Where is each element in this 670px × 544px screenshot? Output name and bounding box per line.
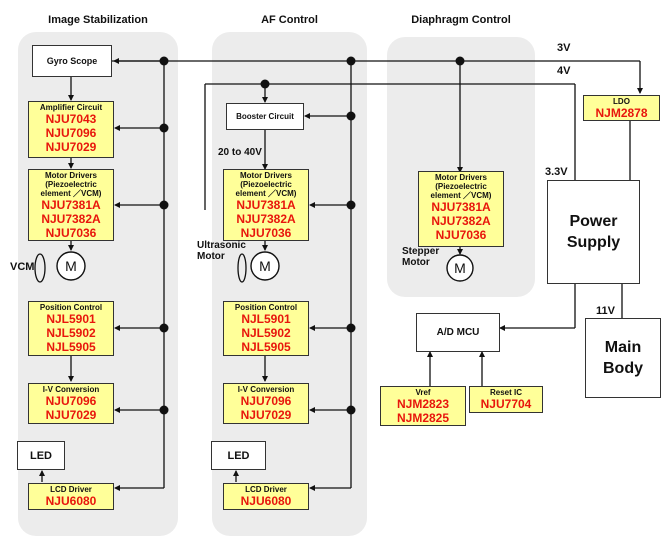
is-amplifier-part: NJU7096 xyxy=(45,126,97,140)
is-lcd-part: NJU6080 xyxy=(45,494,97,508)
stepper-motor-label: Stepper Motor xyxy=(402,246,439,268)
af-position-part: NJL5902 xyxy=(241,326,291,340)
voltage-4v-label: 4V xyxy=(557,65,571,77)
vcm-label: VCM xyxy=(10,261,35,273)
main-body-line: Body xyxy=(603,360,643,377)
af-iv-part: NJU7096 xyxy=(240,394,292,408)
reset-ic-title: Reset IC xyxy=(489,388,522,397)
dc-motor-driver-box: Motor Drivers (Piezoelectric element ／VC… xyxy=(418,171,504,247)
vref-part: NJM2825 xyxy=(396,411,450,425)
af-led-box: LED xyxy=(211,441,266,470)
is-iv-conversion-box: I-V Conversion NJU7096 NJU7029 xyxy=(28,383,114,424)
is-iv-part: NJU7029 xyxy=(45,408,97,422)
is-position-part: NJL5902 xyxy=(46,326,96,340)
af-lcd-part: NJU6080 xyxy=(240,494,292,508)
ldo-part: NJM2878 xyxy=(595,106,648,120)
dc-motor-driver-title: Motor Drivers xyxy=(434,173,487,182)
vcm-coil-icon xyxy=(34,253,46,283)
is-motor-letter: M xyxy=(65,258,77,274)
af-motor-icon xyxy=(250,251,280,281)
dc-motor-driver-sub: (Piezoelectric xyxy=(435,182,487,191)
af-position-part: NJL5901 xyxy=(241,312,291,326)
is-amplifier-part: NJU7029 xyxy=(45,140,97,154)
stepper-label-line: Stepper xyxy=(402,246,440,257)
is-motor-driver-part: NJU7036 xyxy=(45,226,97,240)
is-lcd-driver-box: LCD Driver NJU6080 xyxy=(28,483,114,510)
power-supply-line: Power xyxy=(569,213,618,230)
dc-motor-driver-part: NJU7036 xyxy=(435,228,487,242)
af-lcd-driver-box: LCD Driver NJU6080 xyxy=(223,483,309,510)
stepper-label-line: Motor xyxy=(402,257,430,268)
af-iv-title: I-V Conversion xyxy=(237,385,295,394)
dc-motor-icon xyxy=(446,254,474,282)
af-iv-part: NJU7029 xyxy=(240,408,292,422)
booster-circuit-box: Booster Circuit xyxy=(226,103,304,130)
vref-box: Vref NJM2823 NJM2825 xyxy=(380,386,466,426)
is-motor-driver-sub: element ／VCM) xyxy=(40,189,102,198)
voltage-11v-label: 11V xyxy=(596,305,615,317)
is-position-title: Position Control xyxy=(39,303,103,312)
power-supply-box: Power Supply xyxy=(547,180,640,284)
af-motor-driver-sub: (Piezoelectric xyxy=(240,180,292,189)
is-amplifier-part: NJU7043 xyxy=(45,112,97,126)
vref-title: Vref xyxy=(415,388,431,397)
section-title-diaphragm-control: Diaphragm Control xyxy=(411,14,511,26)
is-iv-title: I-V Conversion xyxy=(42,385,100,394)
af-motor-driver-part: NJU7036 xyxy=(240,226,292,240)
af-motor-driver-title: Motor Drivers xyxy=(239,171,292,180)
is-led-box: LED xyxy=(17,441,65,470)
ultrasonic-motor-label: Ultrasonic Motor xyxy=(197,240,246,262)
is-motor-driver-part: NJU7382A xyxy=(41,212,101,226)
af-position-part: NJL5905 xyxy=(241,340,291,354)
booster-voltage-label: 20 to 40V xyxy=(218,147,262,158)
dc-motor-letter: M xyxy=(454,260,466,276)
af-motor-driver-box: Motor Drivers (Piezoelectric element ／VC… xyxy=(223,169,309,241)
af-position-title: Position Control xyxy=(234,303,298,312)
is-iv-part: NJU7096 xyxy=(45,394,97,408)
is-position-control-box: Position Control NJL5901 NJL5902 NJL5905 xyxy=(28,301,114,356)
is-lcd-title: LCD Driver xyxy=(50,485,92,494)
is-amplifier-title: Amplifier Circuit xyxy=(39,103,103,112)
main-body-box: Main Body xyxy=(585,318,661,398)
dc-motor-driver-part: NJU7382A xyxy=(431,214,491,228)
is-amplifier-box: Amplifier Circuit NJU7043 NJU7096 NJU702… xyxy=(28,101,114,158)
is-motor-driver-part: NJU7381A xyxy=(41,198,101,212)
ultrasonic-label-line: Ultrasonic xyxy=(197,240,246,251)
af-motor-driver-part: NJU7382A xyxy=(236,212,296,226)
af-motor-driver-part: NJU7381A xyxy=(236,198,296,212)
af-position-control-box: Position Control NJL5901 NJL5902 NJL5905 xyxy=(223,301,309,356)
voltage-3v-label: 3V xyxy=(557,42,571,54)
dc-motor-driver-part: NJU7381A xyxy=(431,200,491,214)
ultrasonic-label-line: Motor xyxy=(197,251,225,262)
reset-ic-box: Reset IC NJU7704 xyxy=(469,386,543,413)
af-iv-conversion-box: I-V Conversion NJU7096 NJU7029 xyxy=(223,383,309,424)
af-motor-letter: M xyxy=(259,258,271,274)
voltage-3v3-label: 3.3V xyxy=(545,166,568,178)
af-lcd-title: LCD Driver xyxy=(245,485,287,494)
reset-ic-part: NJU7704 xyxy=(480,397,532,411)
gyro-scope-box: Gyro Scope xyxy=(32,45,112,77)
section-title-image-stabilization: Image Stabilization xyxy=(48,14,148,26)
ad-mcu-box: A/D MCU xyxy=(416,313,500,352)
is-position-part: NJL5905 xyxy=(46,340,96,354)
is-motor-driver-sub: (Piezoelectric xyxy=(45,180,97,189)
is-motor-driver-title: Motor Drivers xyxy=(44,171,97,180)
is-motor-icon xyxy=(56,251,86,281)
main-body-line: Main xyxy=(604,339,642,356)
af-motor-driver-sub: element ／VCM) xyxy=(235,189,297,198)
section-title-af-control: AF Control xyxy=(261,14,318,26)
ldo-title: LDO xyxy=(613,97,630,106)
is-motor-driver-box: Motor Drivers (Piezoelectric element ／VC… xyxy=(28,169,114,241)
ldo-box: LDO NJM2878 xyxy=(583,95,660,121)
vref-part: NJM2823 xyxy=(396,397,450,411)
is-position-part: NJL5901 xyxy=(46,312,96,326)
power-supply-line: Supply xyxy=(566,234,621,251)
ultrasonic-coil-icon xyxy=(237,253,247,283)
dc-motor-driver-sub: element ／VCM) xyxy=(430,191,492,200)
